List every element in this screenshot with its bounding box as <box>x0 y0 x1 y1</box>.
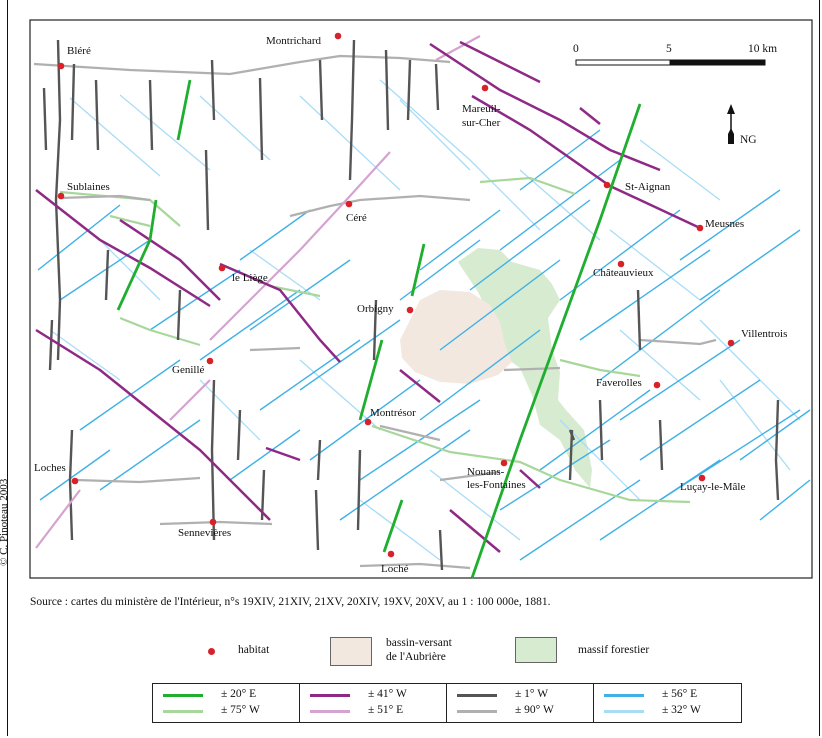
town-dots <box>57 32 735 558</box>
swatch-32W <box>604 710 644 713</box>
copyright-credit: © C. Pinoteau 2003 <box>0 478 10 566</box>
orientation-label: ± 41° W <box>368 688 407 700</box>
scale-bar <box>575 59 766 66</box>
source-note: Source : cartes du ministère de l'Intéri… <box>30 596 551 608</box>
orientation-label: ± 75° W <box>221 704 260 716</box>
orientation-label: ± 51° E <box>368 704 404 716</box>
legend-forest: massif forestier <box>578 644 650 656</box>
north-label: NG <box>740 134 757 146</box>
town-label: Loches <box>34 462 66 474</box>
figure-frame <box>7 0 820 736</box>
town-label: Genillé <box>172 364 205 376</box>
lines-75W <box>59 176 691 504</box>
swatch-75W <box>163 710 203 713</box>
orientation-group-green: ± 20° E ± 75° W <box>153 684 300 722</box>
swatch-1W <box>457 694 497 697</box>
orientation-legend: ± 20° E ± 75° W ± 41° W ± 51° E ± 1° W ±… <box>152 683 742 723</box>
town-label: Loché <box>381 563 409 575</box>
town-label: Montrésor <box>370 407 416 419</box>
forest-swatch <box>515 637 557 663</box>
orientation-group-blue: ± 56° E ± 32° W <box>594 684 741 722</box>
swatch-41W <box>310 694 350 697</box>
orientation-label: ± 20° E <box>221 688 257 700</box>
basin-swatch <box>330 637 372 666</box>
north-arrow-icon <box>727 104 735 144</box>
swatch-51E <box>310 710 350 713</box>
lines-20E <box>116 79 642 579</box>
lines-90W <box>33 54 717 570</box>
orientation-label: ± 1° W <box>515 688 549 700</box>
lines-51E <box>35 35 481 549</box>
town-label: Villentrois <box>741 328 788 340</box>
orientation-label: ± 56° E <box>662 688 698 700</box>
basin-area <box>400 290 512 384</box>
scale-tick-10: 10 km <box>748 43 778 55</box>
town-label: Céré <box>346 212 367 224</box>
swatch-56E <box>604 694 644 697</box>
swatch-20E <box>163 694 203 697</box>
town-label: les-Fontaines <box>467 479 526 491</box>
orientation-label: ± 90° W <box>515 704 554 716</box>
town-label: le Liège <box>232 272 268 284</box>
town-label: sur-Cher <box>462 117 501 129</box>
town-label: Meusnes <box>705 218 745 230</box>
orientation-label: ± 32° W <box>662 704 701 716</box>
lines-56E <box>37 129 811 561</box>
town-label: Sennevières <box>178 527 232 539</box>
lines-32W <box>49 79 801 561</box>
scale-tick-5: 5 <box>666 43 672 55</box>
map-border <box>29 19 813 579</box>
town-label: Sublaines <box>67 181 110 193</box>
legend-basin-line2: de l'Aubrière <box>386 651 446 663</box>
swatch-90W <box>457 710 497 713</box>
town-label: Orbigny <box>357 303 394 315</box>
town-label: Montrichard <box>266 35 321 47</box>
town-label: Luçay-le-Mâle <box>680 481 746 493</box>
lines-41W <box>35 40 701 553</box>
town-label: Faverolles <box>596 377 642 389</box>
legend-habitat: habitat <box>238 644 270 656</box>
legend-basin-line1: bassin-versant <box>386 637 452 649</box>
scale-tick-0: 0 <box>573 43 579 55</box>
habitat-dot-icon <box>208 648 215 655</box>
town-label: St-Aignan <box>625 181 671 193</box>
town-label: Nouans- <box>467 466 505 478</box>
orientation-group-purple: ± 41° W ± 51° E <box>300 684 447 722</box>
lines-1W <box>42 39 780 571</box>
town-label: Mareuil- <box>462 103 501 115</box>
town-label: Bléré <box>67 45 91 57</box>
orientation-group-grey: ± 1° W ± 90° W <box>447 684 594 722</box>
lineament-map <box>29 19 813 579</box>
town-label: Châteauvieux <box>593 267 654 279</box>
